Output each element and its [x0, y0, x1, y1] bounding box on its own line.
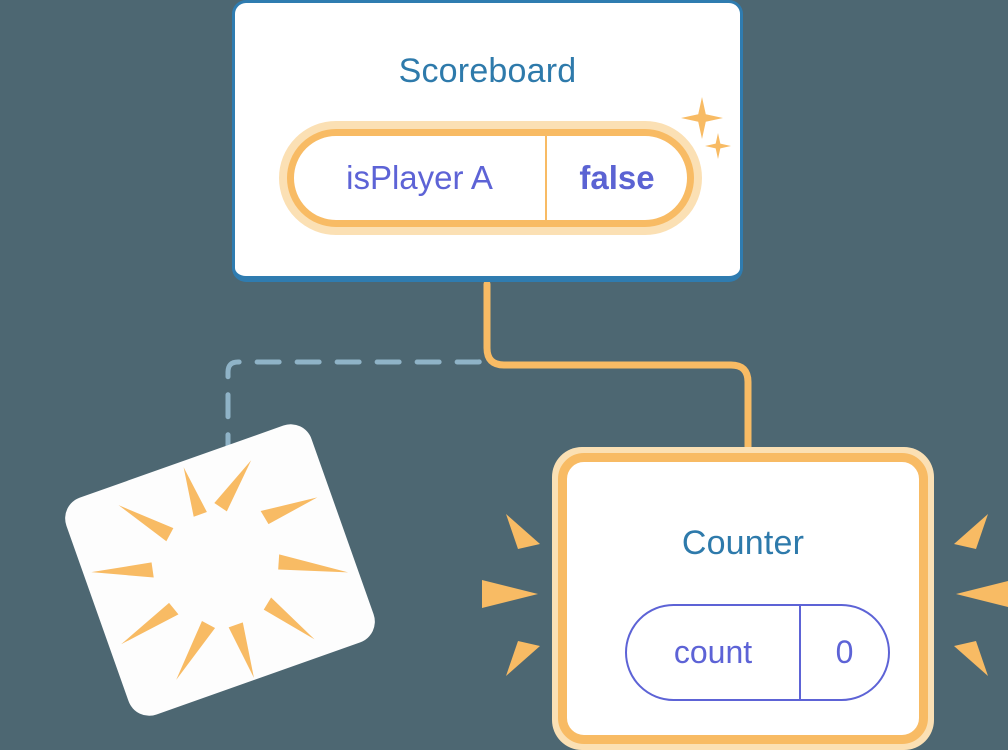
scoreboard-pill-divider [545, 136, 547, 220]
scoreboard-pill-key: isPlayer A [346, 159, 493, 196]
counter-card[interactable]: Counter count 0 [552, 447, 934, 750]
scoreboard-card[interactable]: Scoreboard isPlayer A false [232, 0, 743, 282]
scoreboard-pill-value: false [579, 159, 655, 196]
scoreboard-card-title: Scoreboard [398, 52, 577, 90]
scoreboard-state-pill[interactable]: isPlayer A false [279, 121, 702, 235]
blank-card-burst-icon [91, 460, 349, 680]
blank-card[interactable] [59, 418, 381, 722]
counter-pill-value: 0 [835, 634, 854, 670]
counter-pill-key: count [673, 634, 753, 670]
counter-burst-left-icon [482, 514, 540, 676]
pill-glow-highlight [279, 121, 702, 235]
counter-card-title: Counter [681, 524, 805, 562]
counter-state-pill[interactable]: count 0 [625, 604, 890, 701]
counter-pill-divider [799, 606, 801, 699]
counter-burst-right-icon [954, 514, 1008, 676]
solid-connector-to-counter [483, 280, 752, 464]
